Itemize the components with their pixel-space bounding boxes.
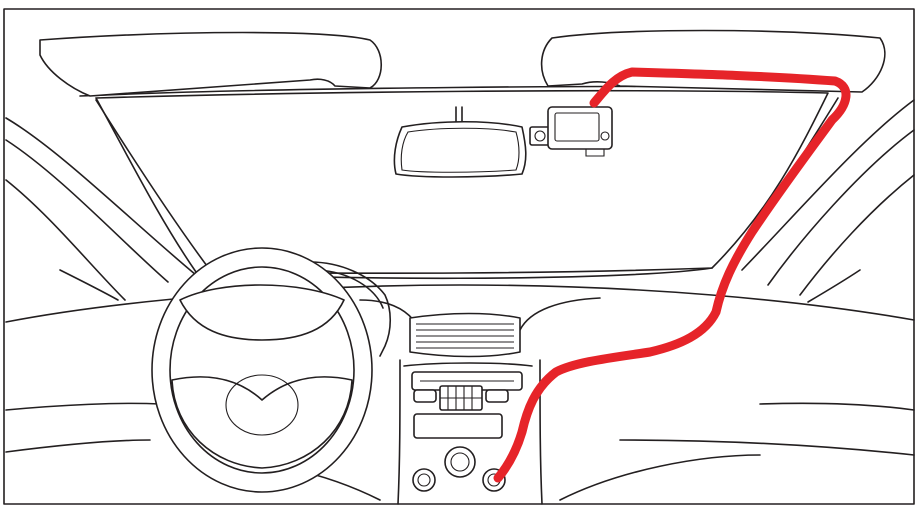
- left-a-pillar: [5, 99, 211, 301]
- dashcam-icon: [529, 106, 613, 157]
- air-vent-icon: [409, 312, 521, 358]
- center-console-icon: [403, 362, 533, 492]
- power-cable-icon: [493, 67, 851, 483]
- diagram-frame-icon: [3, 8, 915, 505]
- dashboard-icon: [5, 267, 915, 505]
- rearview-mirror-icon: [393, 106, 527, 178]
- sun-visor-icon: [39, 31, 382, 97]
- steering-wheel-icon: [151, 247, 392, 493]
- windshield-icon: [95, 89, 829, 274]
